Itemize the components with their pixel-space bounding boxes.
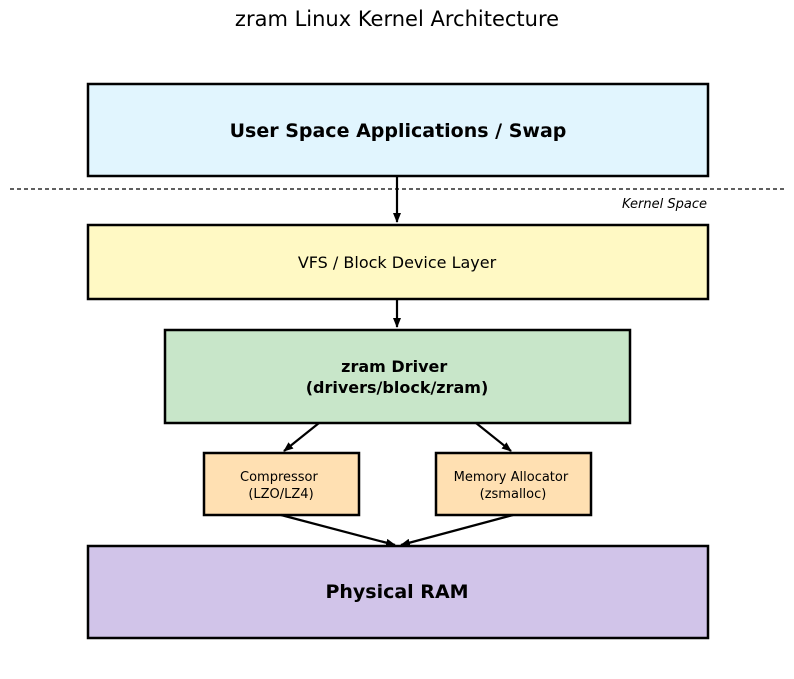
allocator-label: Memory Allocator (zsmalloc) xyxy=(454,470,573,502)
allocator-node: Memory Allocator (zsmalloc) xyxy=(434,451,593,517)
user-space-box xyxy=(86,82,710,178)
allocator-label-line2: (zsmalloc) xyxy=(480,487,547,502)
compressor-label: Compressor (LZO/LZ4) xyxy=(240,470,322,502)
arrow-allocator-to-ram xyxy=(400,513,514,547)
vfs-node: VFS / Block Device Layer xyxy=(86,223,710,301)
user-space-node: User Space Applications / Swap xyxy=(86,82,710,178)
user-space-label-line: User Space Applications / Swap xyxy=(230,120,567,142)
vfs-box xyxy=(86,223,710,301)
allocator-label-line1: Memory Allocator xyxy=(454,470,569,485)
vfs-label-line: VFS / Block Device Layer xyxy=(298,253,497,272)
physical-ram-node: Physical RAM xyxy=(86,544,710,640)
arrow-driver-to-compressor xyxy=(283,422,320,452)
arrow-compressor-to-ram xyxy=(280,513,396,547)
compressor-node: Compressor (LZO/LZ4) xyxy=(202,451,361,517)
physical-ram-label-line: Physical RAM xyxy=(325,581,468,603)
arrow-driver-to-allocator xyxy=(475,422,512,452)
kernel-space-label: Kernel Space xyxy=(622,197,707,212)
allocator-box xyxy=(434,451,593,517)
physical-ram-label: Physical RAM xyxy=(325,581,468,603)
zram-driver-label: zram Driver (drivers/block/zram) xyxy=(306,357,489,397)
compressor-label-line2: (LZO/LZ4) xyxy=(248,487,313,502)
zram-driver-label-line1: zram Driver xyxy=(341,357,447,376)
zram-driver-label-line2: (drivers/block/zram) xyxy=(306,378,489,397)
user-space-label: User Space Applications / Swap xyxy=(230,120,567,142)
diagram-title: zram Linux Kernel Architecture xyxy=(235,7,559,31)
zram-driver-node: zram Driver (drivers/block/zram) xyxy=(163,328,632,425)
compressor-box xyxy=(202,451,361,517)
vfs-label: VFS / Block Device Layer xyxy=(298,253,497,272)
physical-ram-box xyxy=(86,544,710,640)
zram-driver-box xyxy=(163,328,632,425)
compressor-label-line1: Compressor xyxy=(240,470,319,485)
